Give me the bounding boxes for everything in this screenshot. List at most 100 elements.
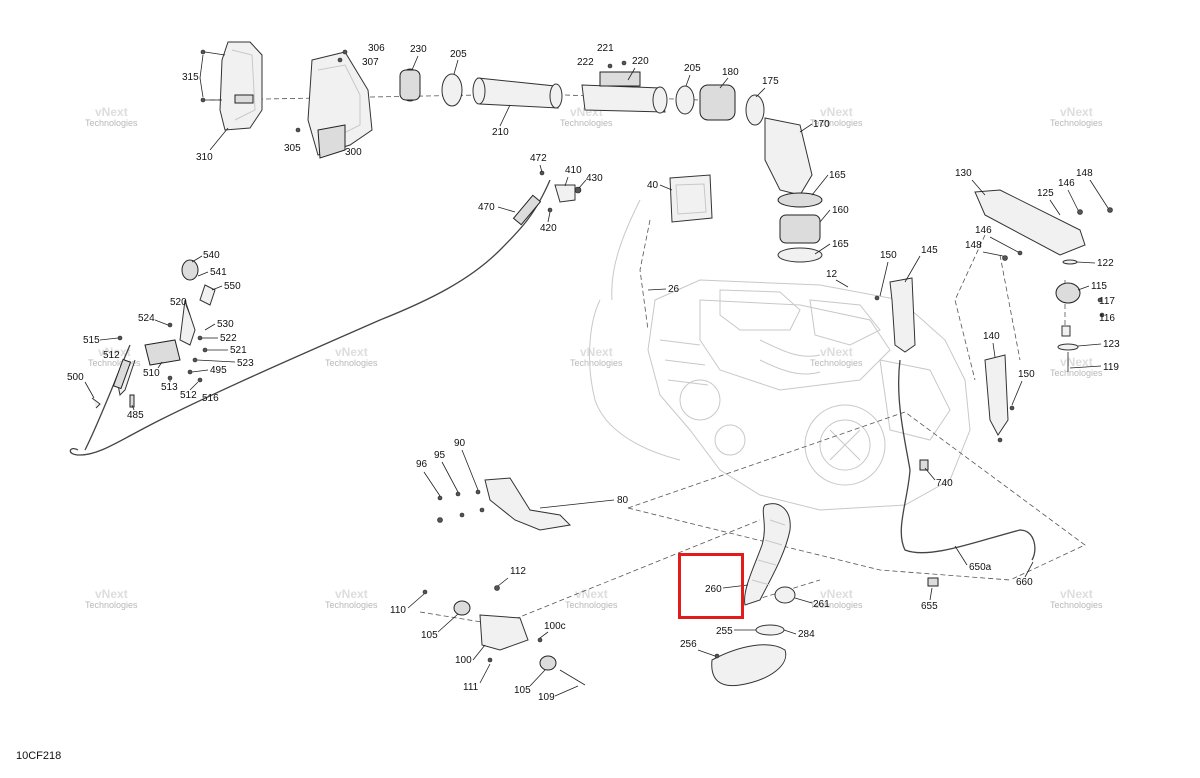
callout-label: 515 — [83, 335, 100, 346]
callout-label: 111 — [463, 682, 479, 693]
callout-label: 655 — [921, 601, 938, 612]
callout-label: 230 — [410, 44, 427, 55]
watermark-logo: vNext — [335, 587, 368, 601]
callout-label: 472 — [530, 153, 547, 164]
callout-label: 150 — [880, 250, 897, 261]
air-box — [295, 49, 373, 159]
watermark-text: Technologies — [560, 118, 613, 128]
callout-label: 740 — [936, 478, 953, 489]
watermark: vNext Technologies — [810, 105, 863, 128]
callout-label: 205 — [684, 63, 701, 74]
callout-label: 306 — [368, 43, 385, 54]
watermark: vNext Technologies — [1050, 587, 1103, 610]
watermark: vNext Technologies — [85, 587, 138, 610]
callout-label: 520 — [170, 297, 187, 308]
callout-label: 105 — [514, 685, 531, 696]
callout-label: 284 — [798, 629, 815, 640]
callout-label: 116 — [1099, 313, 1115, 324]
callout-label: 105 — [421, 630, 438, 641]
callout-label: 130 — [955, 168, 972, 179]
callout-label: 522 — [220, 333, 237, 344]
engine-block-icon — [589, 199, 971, 511]
watermark-logo: vNext — [335, 345, 368, 359]
callout-label: 165 — [829, 170, 846, 181]
watermark-logo: vNext — [820, 587, 853, 601]
watermark-logo: vNext — [575, 587, 608, 601]
callout-label: 40 — [647, 180, 659, 191]
callout-label: 165 — [832, 239, 849, 250]
watermark: vNext Technologies — [85, 105, 138, 128]
sensor-module — [669, 174, 713, 223]
callout-label: 26 — [668, 284, 680, 295]
callout-label: 150 — [1018, 369, 1035, 380]
callout-label: 119 — [1103, 362, 1119, 373]
callout-label: 117 — [1099, 296, 1115, 307]
callout-label: 307 — [362, 57, 379, 68]
callout-label: 300 — [345, 147, 362, 158]
callout-label: 146 — [975, 225, 992, 236]
callout-label: 516 — [202, 393, 219, 404]
watermark: vNext Technologies — [325, 587, 378, 610]
callout-label: 512 — [180, 390, 197, 401]
callout-label: 90 — [454, 438, 466, 449]
callout-label: 80 — [617, 495, 629, 506]
callout-label: 210 — [492, 127, 509, 138]
watermark-text: Technologies — [85, 118, 138, 128]
watermark-text: Technologies — [85, 600, 138, 610]
callout-label: 256 — [680, 639, 697, 650]
callout-label: 100c — [544, 621, 566, 632]
callout-label: 112 — [510, 566, 526, 577]
callout-label: 95 — [434, 450, 446, 461]
watermark-logo: vNext — [1060, 105, 1093, 119]
callout-label: 495 — [210, 365, 227, 376]
callout-label: 220 — [632, 56, 649, 67]
callout-label: 110 — [390, 605, 406, 616]
watermark-text: Technologies — [810, 600, 863, 610]
watermark-text: Technologies — [810, 358, 863, 368]
callout-label: 512 — [103, 350, 120, 361]
callout-label: 160 — [832, 205, 849, 216]
intake-pipe-icon — [399, 60, 823, 263]
watermark-logo: vNext — [95, 105, 128, 119]
watermark-text: Technologies — [570, 358, 623, 368]
watermark-text: Technologies — [565, 600, 618, 610]
watermark-text: Technologies — [325, 358, 378, 368]
callout-label: 125 — [1037, 188, 1054, 199]
callout-label: 148 — [1076, 168, 1093, 179]
throttle-cable-icon — [69, 170, 582, 456]
callout-label: 222 — [577, 57, 594, 68]
callout-label: 145 — [921, 245, 938, 256]
callout-label: 485 — [127, 410, 144, 421]
air-filter-cover — [200, 41, 263, 131]
callout-label: 524 — [138, 313, 155, 324]
watermark-text: Technologies — [810, 118, 863, 128]
callout-label: 660 — [1016, 577, 1033, 588]
callout-label: 180 — [722, 67, 739, 78]
callout-label: 261 — [813, 599, 830, 610]
watermark: vNext Technologies — [325, 345, 378, 368]
callout-label: 148 — [965, 240, 982, 251]
callout-label: 430 — [586, 173, 603, 184]
callout-label: 109 — [538, 692, 555, 703]
callout-label: 521 — [230, 345, 247, 356]
diagram-code: 10CF218 — [16, 750, 62, 762]
callout-label: 305 — [284, 143, 301, 154]
watermark-logo: vNext — [820, 105, 853, 119]
callout-label: 470 — [478, 202, 495, 213]
callout-label: 205 — [450, 49, 467, 60]
watermark: vNext Technologies — [565, 587, 618, 610]
watermark: vNext Technologies — [810, 345, 863, 368]
callout-label: 221 — [597, 43, 614, 54]
watermarks: vNext Technologies vNext Technologies vN… — [85, 105, 1103, 610]
callout-label: 420 — [540, 223, 557, 234]
watermark-logo: vNext — [580, 345, 613, 359]
callout-label: 140 — [983, 331, 1000, 342]
callout-label: 115 — [1091, 281, 1107, 292]
watermark-text: Technologies — [325, 600, 378, 610]
callout-label: 513 — [161, 382, 178, 393]
callout-label: 315 — [182, 72, 199, 83]
watermark-logo: vNext — [98, 345, 131, 359]
callout-label: 523 — [237, 358, 254, 369]
callout-label: 500 — [67, 372, 84, 383]
